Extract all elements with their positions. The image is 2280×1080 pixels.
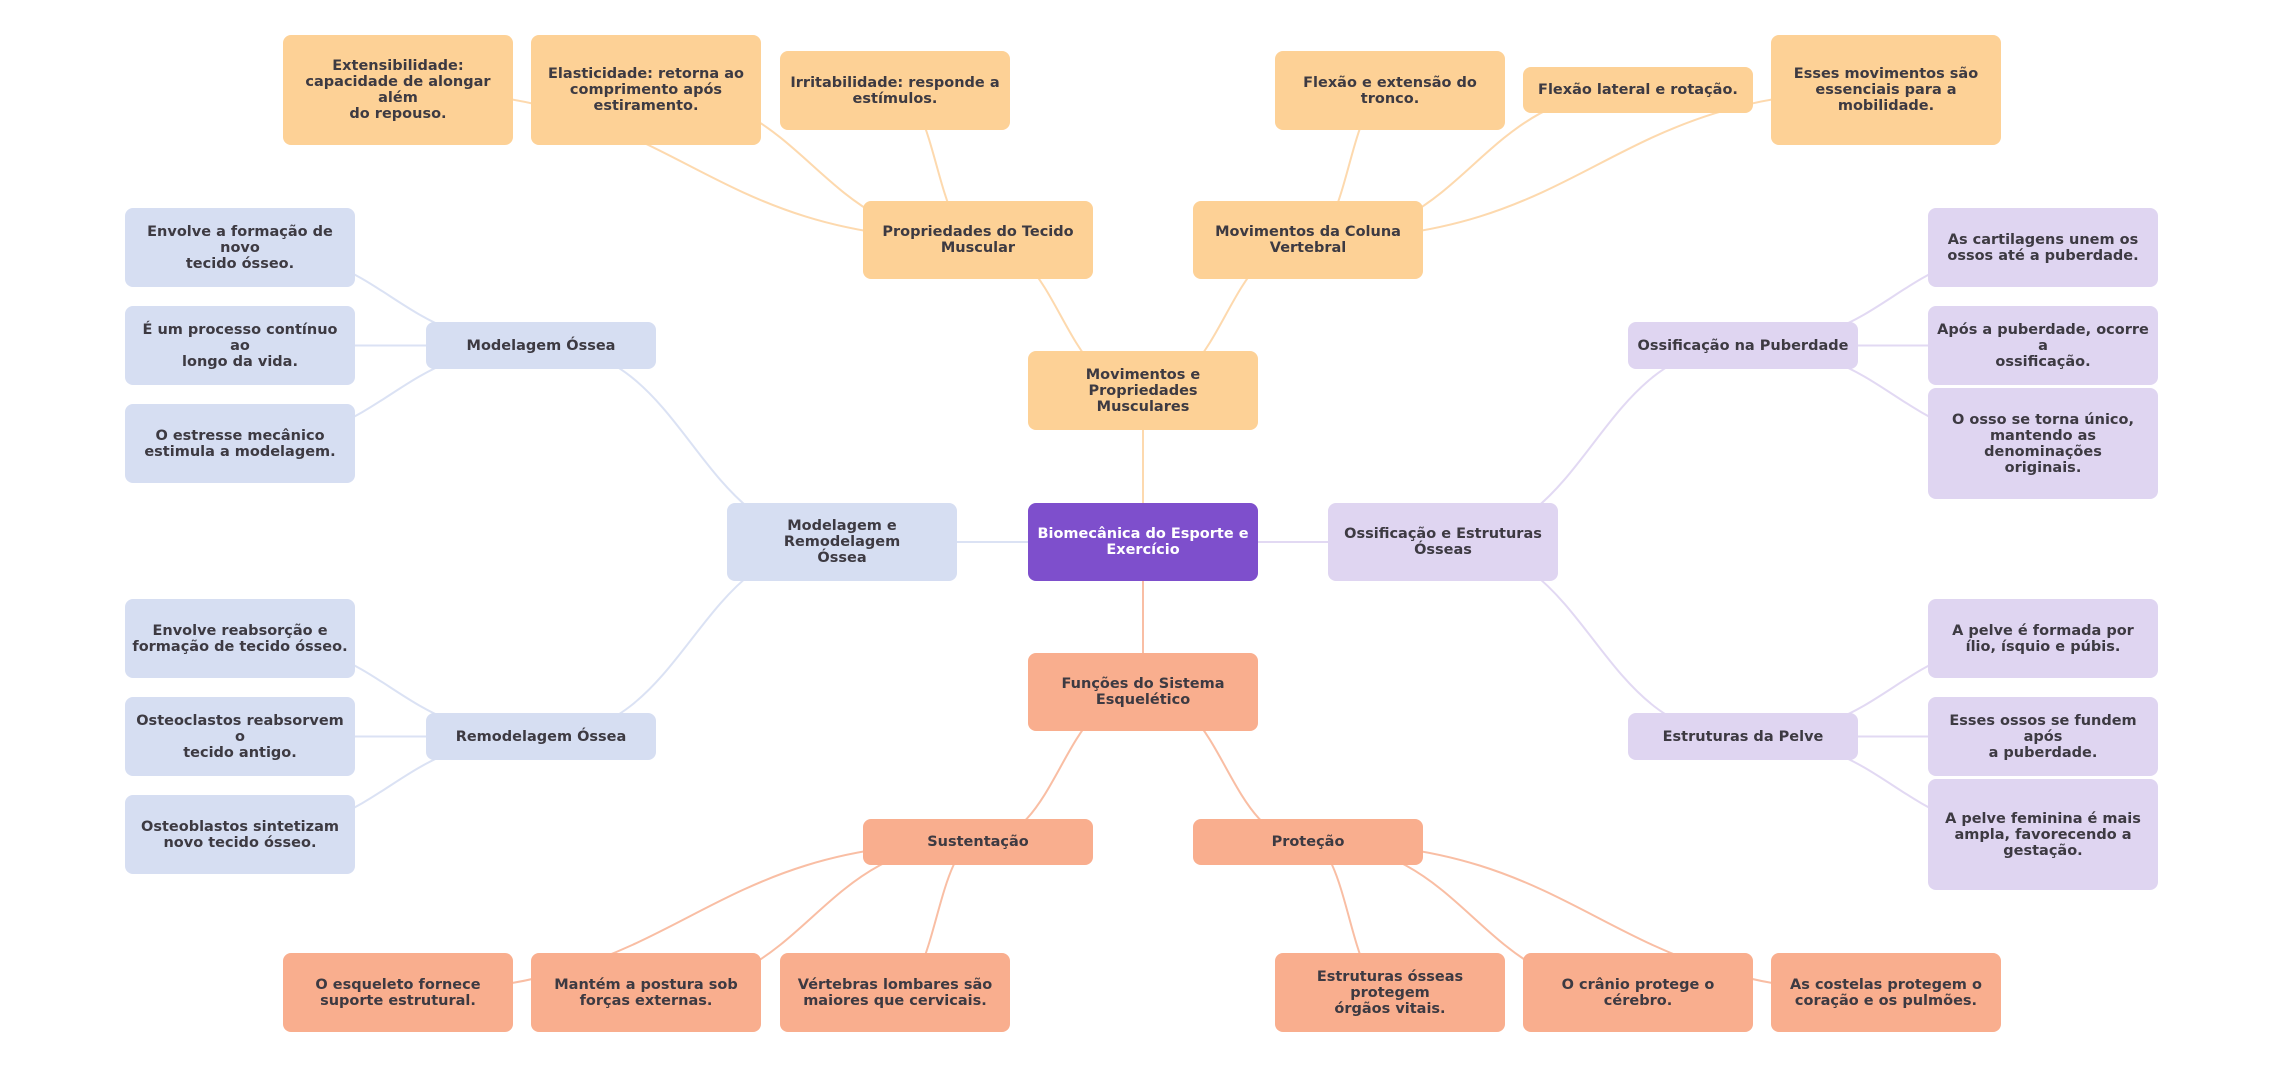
leaf-node[interactable]: É um processo contínuo ao longo da vida. <box>125 306 355 385</box>
subbranch-node-protecao[interactable]: Proteção <box>1193 819 1423 865</box>
leaf-node[interactable]: Envolve a formação de novo tecido ósseo. <box>125 208 355 287</box>
leaf-node[interactable]: Vértebras lombares são maiores que cervi… <box>780 953 1010 1032</box>
subbranch-node-pelve[interactable]: Estruturas da Pelve <box>1628 713 1858 760</box>
branch-node-movimentos[interactable]: Movimentos e Propriedades Musculares <box>1028 351 1258 430</box>
leaf-node[interactable]: Esses ossos se fundem após a puberdade. <box>1928 697 2158 776</box>
branch-node-funcoes[interactable]: Funções do Sistema Esquelético <box>1028 653 1258 731</box>
leaf-node[interactable]: Extensibilidade: capacidade de alongar a… <box>283 35 513 145</box>
subbranch-node-remodelagem[interactable]: Remodelagem Óssea <box>426 713 656 760</box>
leaf-node[interactable]: As cartilagens unem os ossos até a puber… <box>1928 208 2158 287</box>
leaf-node[interactable]: O estresse mecânico estimula a modelagem… <box>125 404 355 483</box>
branch-node-ossificacao[interactable]: Ossificação e Estruturas Ósseas <box>1328 503 1558 581</box>
leaf-node[interactable]: Estruturas ósseas protegem órgãos vitais… <box>1275 953 1505 1032</box>
subbranch-node-propriedades[interactable]: Propriedades do Tecido Muscular <box>863 201 1093 279</box>
leaf-node[interactable]: Envolve reabsorção e formação de tecido … <box>125 599 355 678</box>
leaf-node[interactable]: Irritabilidade: responde a estímulos. <box>780 51 1010 130</box>
root-node[interactable]: Biomecânica do Esporte e Exercício <box>1028 503 1258 581</box>
leaf-node[interactable]: Esses movimentos são essenciais para a m… <box>1771 35 2001 145</box>
leaf-node[interactable]: A pelve feminina é mais ampla, favorecen… <box>1928 779 2158 890</box>
leaf-node[interactable]: Flexão e extensão do tronco. <box>1275 51 1505 130</box>
leaf-node[interactable]: Elasticidade: retorna ao comprimento apó… <box>531 35 761 145</box>
leaf-node[interactable]: O osso se torna único, mantendo as denom… <box>1928 388 2158 499</box>
leaf-node[interactable]: Osteoblastos sintetizam novo tecido ósse… <box>125 795 355 874</box>
branch-node-modelagem-remodelagem[interactable]: Modelagem e Remodelagem Óssea <box>727 503 957 581</box>
leaf-node[interactable]: O esqueleto fornece suporte estrutural. <box>283 953 513 1032</box>
leaf-node[interactable]: O crânio protege o cérebro. <box>1523 953 1753 1032</box>
leaf-node[interactable]: As costelas protegem o coração e os pulm… <box>1771 953 2001 1032</box>
subbranch-node-coluna[interactable]: Movimentos da Coluna Vertebral <box>1193 201 1423 279</box>
subbranch-node-sustentacao[interactable]: Sustentação <box>863 819 1093 865</box>
subbranch-node-puberdade[interactable]: Ossificação na Puberdade <box>1628 322 1858 369</box>
leaf-node[interactable]: Flexão lateral e rotação. <box>1523 67 1753 113</box>
leaf-node[interactable]: Osteoclastos reabsorvem o tecido antigo. <box>125 697 355 776</box>
leaf-node[interactable]: A pelve é formada por ílio, ísquio e púb… <box>1928 599 2158 678</box>
leaf-node[interactable]: Mantém a postura sob forças externas. <box>531 953 761 1032</box>
leaf-node[interactable]: Após a puberdade, ocorre a ossificação. <box>1928 306 2158 385</box>
subbranch-node-modelagem[interactable]: Modelagem Óssea <box>426 322 656 369</box>
